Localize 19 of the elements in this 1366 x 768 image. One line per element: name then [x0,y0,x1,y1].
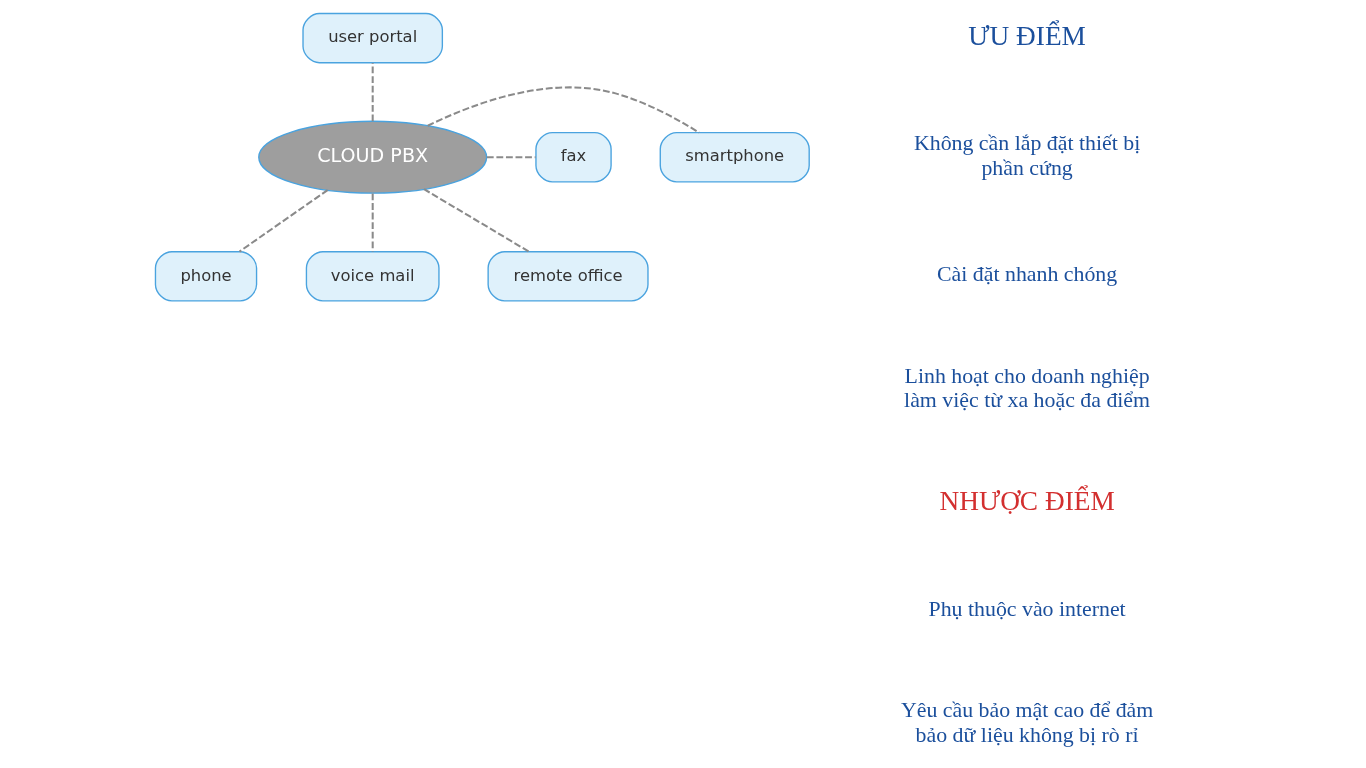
label: Phụ thuộc vào internet [928,597,1126,622]
connector [423,188,529,253]
connector [238,189,328,253]
label: NHƯỢC ĐIỂM [939,485,1115,516]
node-box: user portal [301,12,443,64]
node-box: remote office [486,251,649,302]
connector [371,63,374,122]
label: Không cần lắp đặt thiết bị phần cứng [913,131,1140,180]
node-box: smartphone [659,131,810,183]
node-box: phone [154,251,257,302]
node-box: fax [534,131,612,183]
connector [486,156,536,159]
label: Yêu cầu bảo mật cao để đảm bảo dữ liệu không bị rò rỉ [900,698,1153,747]
node-box: voice mail [305,251,440,302]
connector [426,86,700,134]
label: Cài đặt nhanh chóng [936,262,1117,287]
node-ellipse: CLOUD PBX [257,120,487,194]
label: Linh hoạt cho doanh nghiệp làm việc từ xa hoặc đa điểm [903,363,1150,413]
label: ƯU ĐIỂM [967,20,1086,51]
